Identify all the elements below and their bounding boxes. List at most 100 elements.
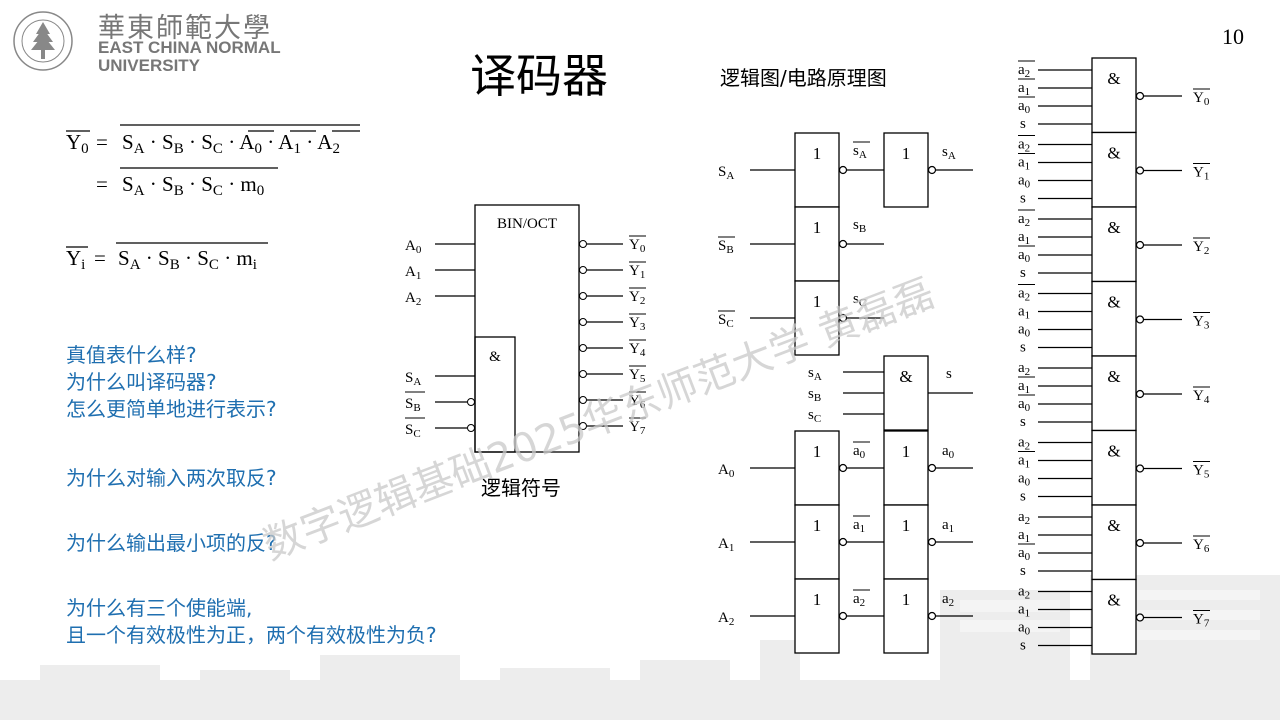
symbol-output-y1: Y1 <box>629 263 645 281</box>
gate7-input-a2: a2 <box>1018 584 1030 602</box>
output-and-gate-5-symbol: & <box>1107 442 1120 461</box>
inverter-bubble <box>927 165 937 175</box>
circuit-output-y6: Y6 <box>1193 537 1210 555</box>
question-double-inversion: 为什么对输入两次取反? <box>66 466 277 490</box>
question-enable-polarity: 且一个有效极性为正，两个有效极性为负? <box>66 623 437 647</box>
svg-text:A1: A1 <box>405 264 421 282</box>
input-a2: A2 <box>718 610 734 628</box>
inverter-a1-second-symbol: 1 <box>902 516 911 535</box>
slide-title: 译码器 <box>470 49 608 103</box>
gate7-input-a0: a0 <box>1018 620 1031 638</box>
gate7-input-s: s <box>1020 638 1026 654</box>
circuit-output-y3: Y3 <box>1193 314 1210 332</box>
gate5-input-s: s <box>1020 489 1026 505</box>
gate3-input-a1: a1 <box>1018 304 1030 322</box>
question-simpler-representation: 怎么更简单地进行表示? <box>66 397 277 421</box>
signal-sc-inv: sC <box>853 291 866 309</box>
inverter-bubble <box>1135 464 1145 473</box>
output-bubble <box>579 370 587 378</box>
gate6-input-s: s <box>1020 563 1026 579</box>
symbol-bin-oct-label: BIN/OCT <box>497 216 557 232</box>
university-name-english-line1: EAST CHINA NORMAL <box>98 38 281 57</box>
inverter-bubble <box>1135 538 1145 548</box>
inverter-a2-symbol: 1 <box>813 590 822 609</box>
gate0-input-a1: a1 <box>1018 80 1030 98</box>
logic-symbol-caption: 逻辑符号 <box>481 476 561 500</box>
output-bubble <box>579 396 587 404</box>
inverter-a2-second-symbol: 1 <box>902 590 911 609</box>
symbol-output-y3: Y3 <box>629 315 646 333</box>
gate3-input-a2: a2 <box>1018 286 1030 304</box>
decoder-logic-symbol: BIN/OCT & A0 A1 A2 SA SB SC Y0Y1Y2Y3Y4Y5… <box>405 204 646 453</box>
inverter-bubble <box>1135 613 1145 622</box>
inverter-a0-symbol: 1 <box>813 442 822 461</box>
question-three-enables: 为什么有三个使能端, <box>66 596 253 620</box>
svg-text:A2: A2 <box>405 290 421 308</box>
output-bubble <box>579 266 587 274</box>
circuit-output-y1: Y1 <box>1193 165 1209 183</box>
gate1-input-a2: a2 <box>1018 137 1030 155</box>
symbol-and-label: & <box>489 349 501 365</box>
signal-a2-inv: a2 <box>853 591 865 609</box>
gate6-input-a2: a2 <box>1018 509 1030 527</box>
svg-text:SA · SB · SC · mi: SA · SB · SC · mi <box>118 246 257 273</box>
output-bubble <box>579 318 587 326</box>
symbol-output-y4: Y4 <box>629 341 646 359</box>
university-name-english-line2: UNIVERSITY <box>98 56 201 75</box>
svg-text:=: = <box>96 130 108 154</box>
inverter-a1-second <box>883 504 929 580</box>
gate2-input-a0: a0 <box>1018 247 1031 265</box>
inverter-a1-symbol: 1 <box>813 516 822 535</box>
enable-and-gate-symbol: & <box>899 367 912 386</box>
svg-text:SA · SB · SC · A0 · A1 · A2: SA · SB · SC · A0 · A1 · A2 <box>122 130 340 157</box>
gate1-input-a0: a0 <box>1018 173 1031 191</box>
signal-a0: a0 <box>942 443 955 461</box>
gate2-input-s: s <box>1020 265 1026 281</box>
signal-a1-inv: a1 <box>853 517 865 535</box>
inverter-sc-symbol: 1 <box>813 292 822 311</box>
inverter-bubble <box>927 537 937 547</box>
formula-yi: Yi = SA · SB · SC · mi <box>66 242 268 273</box>
inverter-bubble <box>838 611 848 621</box>
enable-input-sa: sA <box>808 365 822 383</box>
output-bubble <box>579 292 587 300</box>
gate2-input-a1: a1 <box>1018 229 1030 247</box>
symbol-output-y7: Y7 <box>629 419 646 437</box>
circuit-output-y7: Y7 <box>1193 612 1210 630</box>
university-seal-logo <box>13 11 73 71</box>
gate0-input-s: s <box>1020 116 1026 132</box>
inverter-bubble <box>1135 240 1145 250</box>
inverter-bubble <box>838 463 848 473</box>
output-and-gate-0-symbol: & <box>1107 69 1120 88</box>
output-bubble <box>579 422 587 430</box>
svg-text:Yi: Yi <box>66 246 85 273</box>
inverter-a0-second-symbol: 1 <box>902 442 911 461</box>
svg-text:SA: SA <box>405 370 421 388</box>
gate4-input-a2: a2 <box>1018 360 1030 378</box>
input-a0: A0 <box>718 462 735 480</box>
university-name-chinese: 華東師範大學 <box>98 13 272 44</box>
symbol-output-y6: Y6 <box>629 393 646 411</box>
inverter-bubble <box>927 463 937 473</box>
gate5-input-a0: a0 <box>1018 471 1031 489</box>
gate5-input-a2: a2 <box>1018 435 1030 453</box>
output-and-gate-7-symbol: & <box>1107 591 1120 610</box>
symbol-output-y2: Y2 <box>629 289 645 307</box>
signal-a2: a2 <box>942 591 954 609</box>
inverter-a2 <box>794 578 840 654</box>
gate2-input-a2: a2 <box>1018 211 1030 229</box>
inverter-bubble <box>927 611 937 621</box>
output-and-gate-6 <box>1091 504 1137 581</box>
signal-sa: sA <box>942 144 956 162</box>
inverter-sa <box>794 132 840 208</box>
inverter-sb <box>794 206 840 282</box>
inverter-bubble <box>1135 166 1145 175</box>
svg-text:Y0: Y0 <box>66 130 89 157</box>
svg-text:SC: SC <box>405 422 421 440</box>
gate3-input-a0: a0 <box>1018 322 1031 340</box>
inverter-bubble <box>1135 315 1145 324</box>
inverter-bubble <box>838 239 848 249</box>
gate0-input-a2: a2 <box>1018 62 1030 80</box>
